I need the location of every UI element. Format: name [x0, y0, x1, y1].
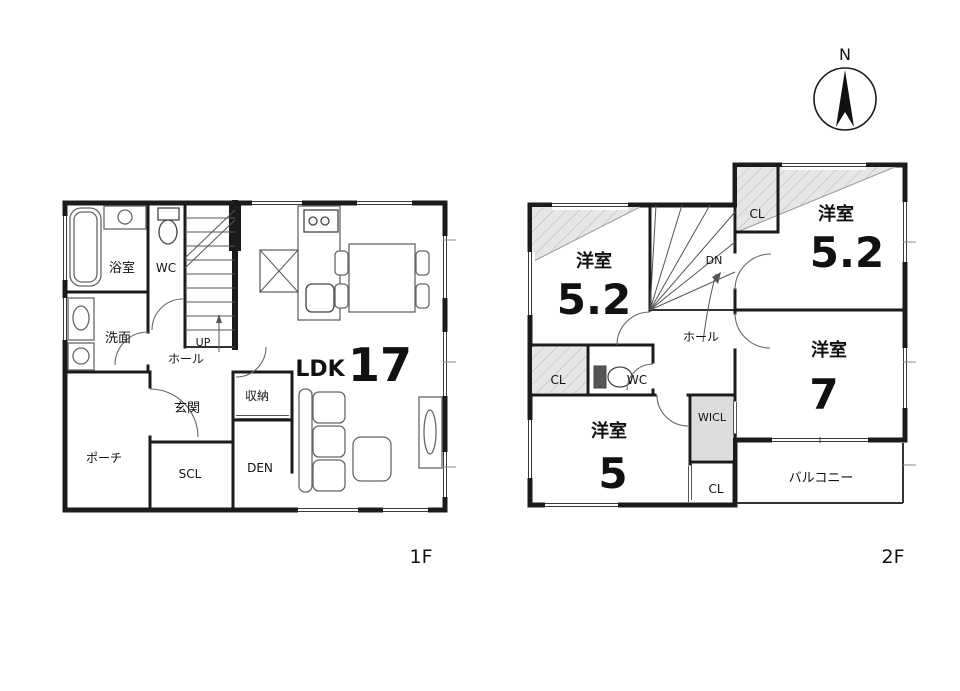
label-entrance: 玄関	[174, 401, 200, 416]
floor-label-1f: 1F	[409, 546, 432, 568]
label-room-sw-size: 5	[598, 449, 627, 498]
inner-walls-2f	[528, 163, 907, 466]
dining-chair	[415, 283, 430, 309]
door-arc	[626, 363, 654, 391]
vanity-sink-icon	[67, 297, 95, 341]
toilet-icon-2f	[593, 365, 633, 389]
label-hall-1f: ホール	[168, 352, 204, 366]
window	[782, 160, 866, 170]
window	[525, 252, 535, 315]
wicl-sliding-door	[733, 400, 737, 437]
floor-label-2f: 2F	[881, 546, 904, 568]
windows-1f	[60, 198, 450, 515]
floorplan-1f: 浴室 WC 洗面 UP ホール 玄関 収納 SCL DEN ポーチ LDK 17…	[60, 198, 456, 568]
compass: N	[813, 45, 877, 131]
closet-bottom-sliding-door	[688, 464, 692, 502]
label-bathroom: 浴室	[109, 260, 135, 276]
window	[772, 435, 868, 445]
door-arc	[151, 298, 184, 331]
label-room-ne-size: 5.2	[810, 228, 884, 277]
label-washroom: 洗面	[105, 331, 131, 346]
door-arcs-1f	[114, 298, 267, 438]
window	[252, 198, 302, 208]
inner-walls-1f	[63, 200, 294, 512]
label-balcony: バルコニー	[789, 471, 854, 486]
door-arcs-2f	[616, 253, 772, 427]
window	[525, 420, 535, 478]
bathtub-icon	[69, 207, 102, 287]
washer-icon	[67, 342, 95, 371]
window	[383, 505, 428, 515]
window	[900, 348, 910, 408]
label-room-e-size: 7	[809, 370, 838, 419]
crossed-square	[259, 249, 299, 293]
label-wc-1f: WC	[156, 261, 176, 275]
kitchen-sink-icon	[305, 283, 335, 313]
label-den: DEN	[247, 461, 273, 475]
wicl-area	[692, 397, 733, 460]
door-arc	[616, 311, 651, 346]
label-room-ne: 洋室	[818, 203, 854, 225]
sloped-ceiling-shade-nw	[531, 206, 641, 263]
sofa	[298, 388, 346, 493]
door-arc	[114, 331, 149, 366]
door-arc	[734, 253, 772, 291]
bath-sink-icon	[103, 205, 147, 230]
dining-chair	[415, 250, 430, 276]
windows-2f	[525, 160, 910, 510]
label-storage: 収納	[245, 389, 269, 403]
toilet-icon-1f	[157, 207, 180, 245]
dining-chair	[334, 283, 349, 309]
label-wc-2f: WC	[627, 373, 647, 387]
window	[440, 452, 450, 497]
stairs-2f	[649, 204, 736, 343]
window	[60, 216, 70, 280]
balcony-area	[737, 443, 904, 504]
north-label: N	[839, 45, 851, 64]
label-closet-bottom: CL	[708, 482, 723, 496]
door-arc	[656, 394, 689, 427]
door-arc	[149, 388, 199, 438]
label-closet-mid: CL	[550, 373, 565, 387]
closet-mid-area	[532, 347, 586, 393]
door-arc	[235, 346, 267, 378]
label-stairs-up: UP	[196, 336, 211, 349]
label-hall-2f: ホール	[683, 330, 719, 344]
window	[545, 500, 618, 510]
label-room-e: 洋室	[811, 339, 847, 361]
label-closet-top: CL	[749, 207, 764, 221]
up-arrow-icon	[216, 314, 222, 323]
door-arc	[734, 312, 771, 349]
dn-arrow-icon	[712, 272, 721, 284]
kitchen-counter	[297, 205, 341, 321]
compass-needle-icon	[836, 70, 854, 127]
label-room-nw: 洋室	[576, 250, 612, 272]
dimension-ticks-1f	[443, 239, 456, 468]
label-room-nw-size: 5.2	[557, 275, 631, 324]
window	[60, 298, 70, 340]
label-wicl: WICL	[698, 411, 727, 424]
window	[552, 200, 628, 210]
dining-chair	[334, 250, 349, 276]
label-ldk-size: 17	[348, 338, 412, 392]
window	[900, 202, 910, 262]
window	[440, 236, 450, 298]
dining-table	[334, 243, 430, 313]
stairs-1f	[184, 209, 236, 352]
dimension-ticks-2f	[903, 241, 916, 466]
window	[440, 332, 450, 396]
label-porch: ポーチ	[86, 451, 122, 465]
tv-board	[418, 396, 443, 469]
label-ldk: LDK	[295, 357, 345, 382]
label-shoe-closet: SCL	[179, 467, 202, 481]
window	[357, 198, 412, 208]
label-room-sw: 洋室	[591, 420, 627, 442]
storage-sliding-door	[236, 415, 289, 419]
floorplan-2f: CL 洋室 5.2 洋室 5.2 DN ホール 洋室 7 CL WC WICL …	[525, 160, 916, 568]
window	[298, 505, 358, 515]
coffee-table	[352, 436, 392, 482]
label-stairs-down: DN	[706, 254, 723, 267]
